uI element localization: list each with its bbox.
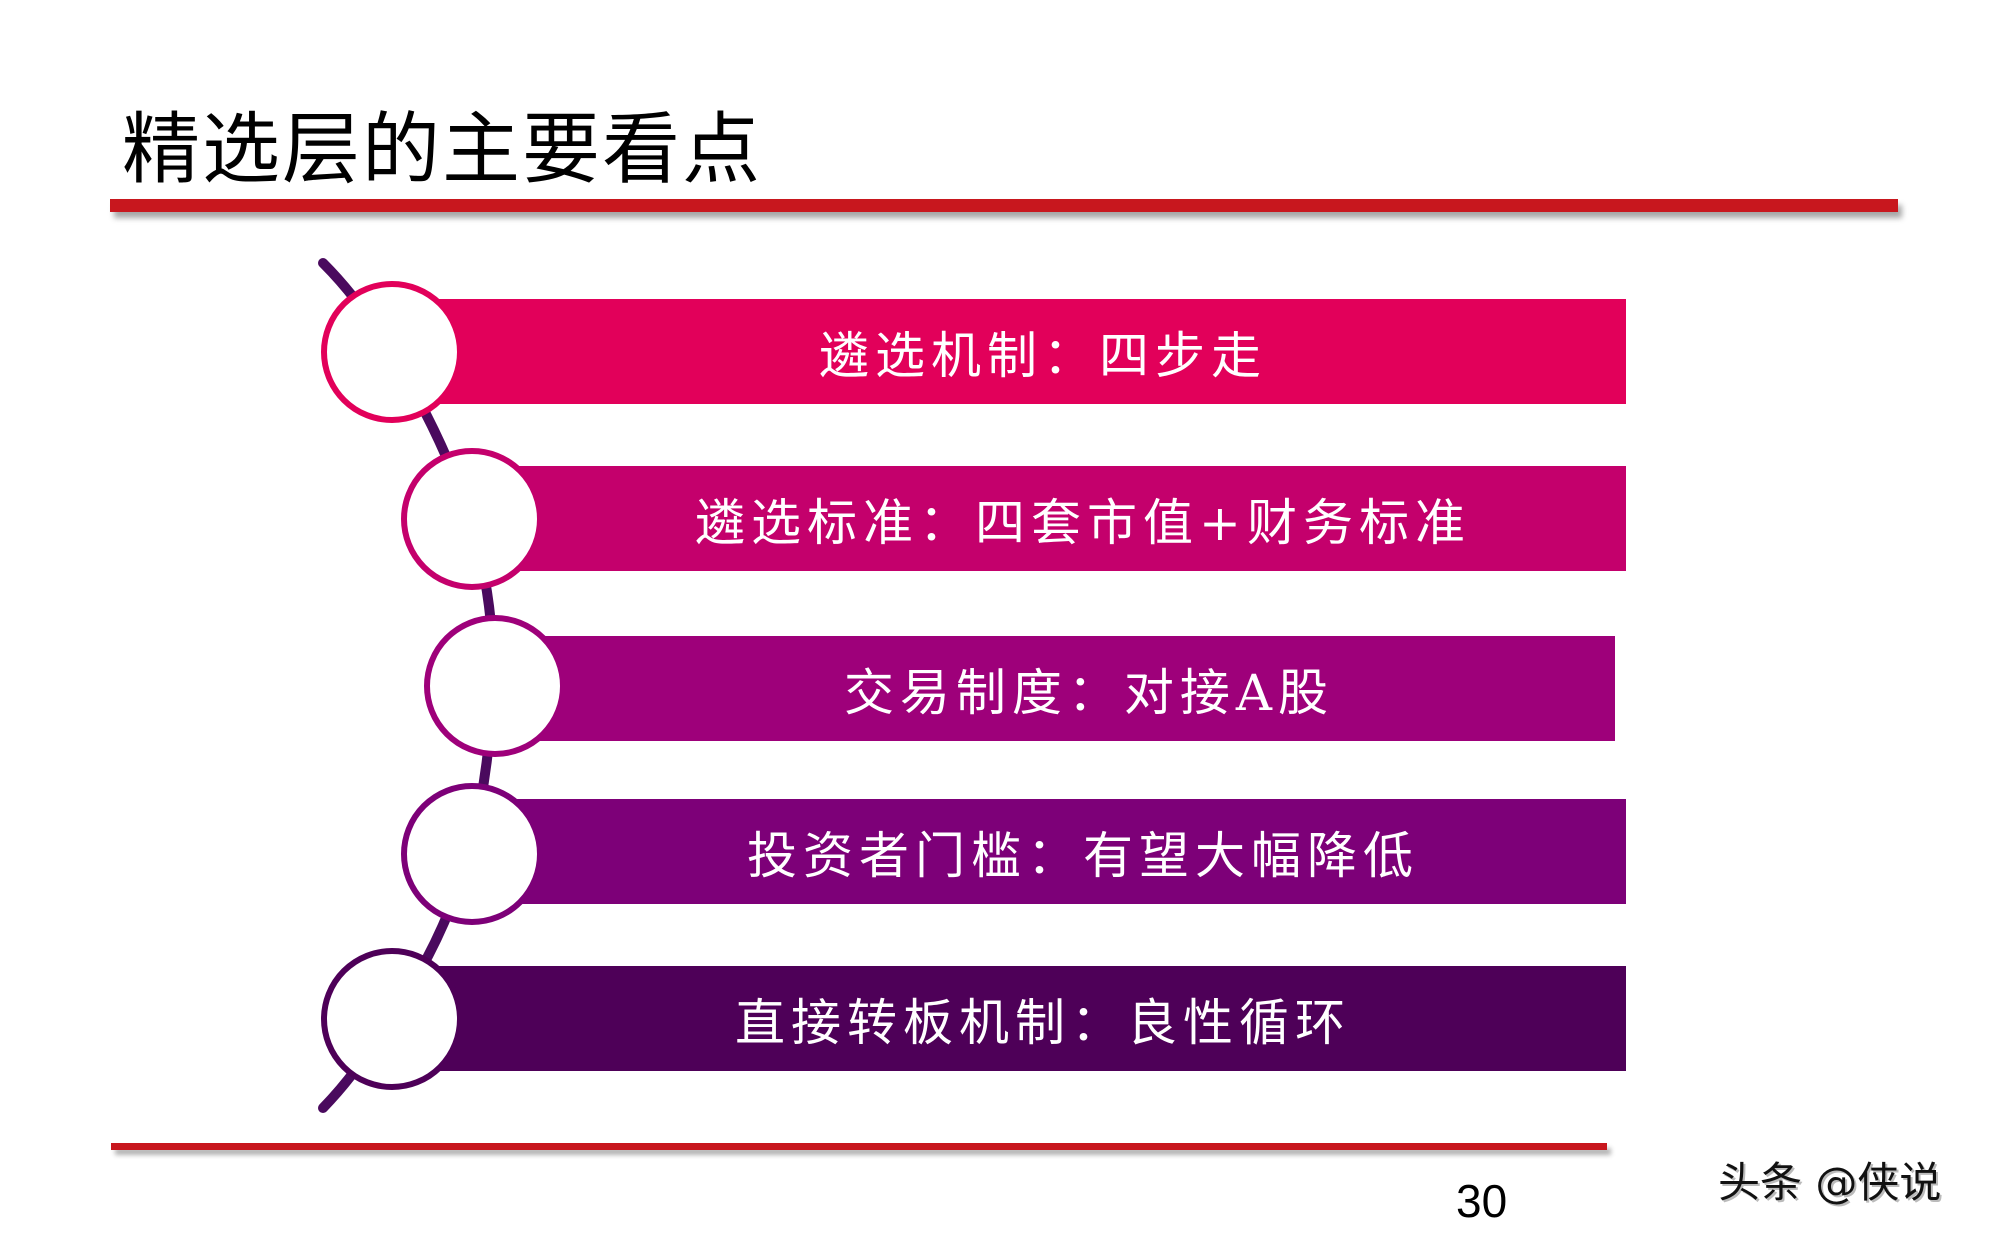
title-underline-divider — [110, 199, 1898, 212]
item-bar-3: 交易制度：对接A股 — [493, 636, 1615, 741]
item-label-5: 直接转板机制：良性循环 — [735, 993, 1351, 1052]
item-label-2: 遴选标准：四套市值+财务标准 — [695, 493, 1471, 552]
item-label-3: 交易制度：对接A股 — [843, 663, 1335, 722]
item-circle-4 — [401, 783, 543, 925]
page-number: 30 — [1456, 1175, 1508, 1227]
slide-title: 精选层的主要看点 — [122, 105, 763, 195]
item-label-1: 遴选机制：四步走 — [819, 326, 1267, 385]
item-bar-1: 遴选机制：四步走 — [390, 299, 1626, 404]
item-bar-5: 直接转板机制：良性循环 — [390, 966, 1626, 1071]
item-circle-2 — [401, 448, 543, 590]
item-label-4: 投资者门槛：有望大幅降低 — [747, 826, 1419, 885]
item-circle-3 — [424, 615, 566, 757]
item-circle-1 — [321, 281, 463, 423]
item-bar-4: 投资者门槛：有望大幅降低 — [470, 799, 1626, 904]
item-circle-5 — [321, 948, 463, 1090]
footer-divider — [111, 1143, 1607, 1150]
watermark: 头条 @侠说 — [1718, 1158, 1942, 1207]
item-bar-2: 遴选标准：四套市值+财务标准 — [470, 466, 1626, 571]
